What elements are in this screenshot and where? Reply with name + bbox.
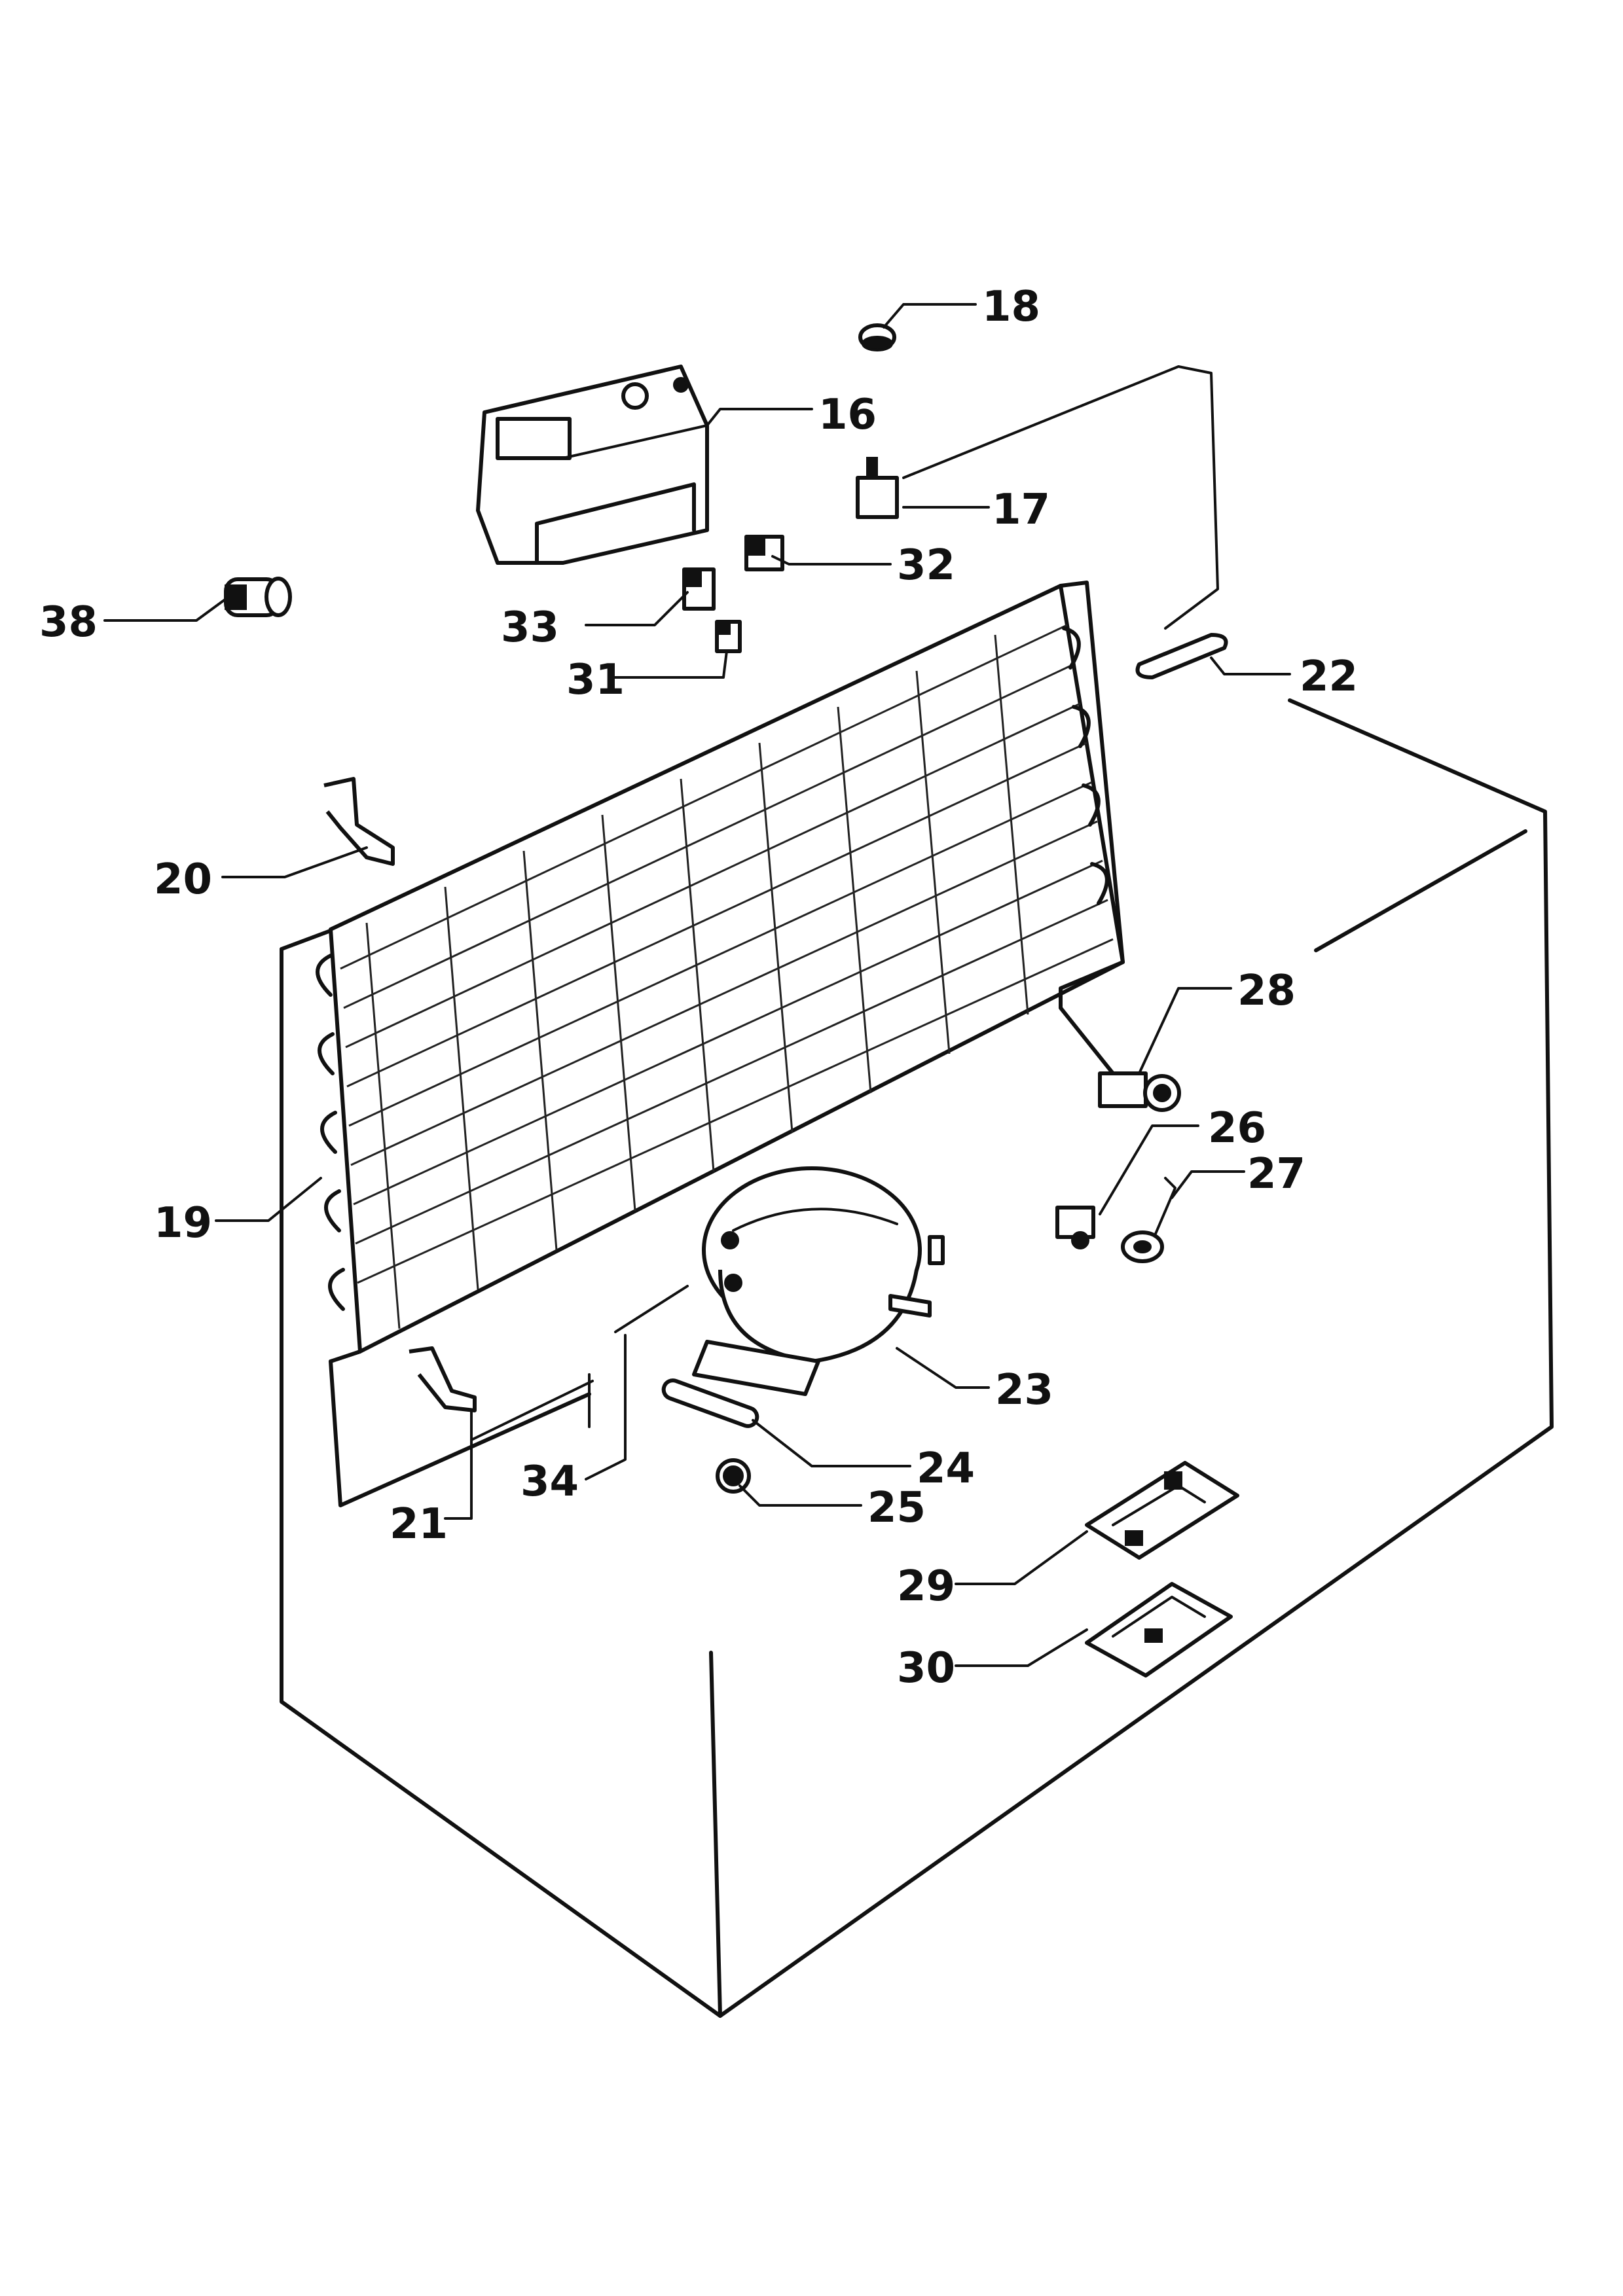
heater: [1098, 1071, 1181, 1112]
callout-24: 24: [917, 1444, 975, 1493]
leader-38: [103, 598, 227, 622]
clip: [1135, 633, 1228, 679]
leader-32: [771, 555, 892, 565]
callout-28: 28: [1237, 967, 1296, 1015]
capillary-tube: [470, 1285, 689, 1441]
leader-29: [955, 1530, 1088, 1585]
callout-32: 32: [897, 541, 955, 590]
leader-20: [221, 846, 368, 878]
callout-16: 16: [818, 391, 877, 439]
filter-drier: [661, 1378, 759, 1428]
condenser-fins: [340, 624, 1114, 1329]
overload: [1121, 1177, 1176, 1263]
condenser-coil: [316, 581, 1125, 1507]
callout-17: 17: [992, 486, 1050, 534]
leader-27: [1171, 1170, 1245, 1199]
compressor: [692, 1166, 945, 1396]
leader-24: [752, 1419, 911, 1467]
leader-lines: [103, 303, 1291, 1667]
callout-25: 25: [867, 1484, 926, 1532]
callout-23: 23: [995, 1366, 1053, 1414]
thermostat-housing: [476, 365, 709, 565]
cabinet-outline: [280, 698, 1554, 2018]
callout-30: 30: [897, 1644, 955, 1693]
callout-20: 20: [154, 855, 212, 904]
callout-18: 18: [982, 283, 1040, 331]
leader-34: [585, 1334, 627, 1480]
knob: [858, 323, 896, 351]
callout-26: 26: [1208, 1104, 1266, 1153]
leader-33: [585, 591, 689, 626]
leader-18: [883, 303, 977, 329]
leader-30: [955, 1628, 1088, 1667]
switch: [682, 567, 716, 611]
upper-bracket: [323, 777, 395, 866]
terminal-cover: [1085, 1582, 1233, 1677]
leader-21: [444, 1409, 473, 1520]
callout-22: 22: [1300, 653, 1358, 701]
callout-34: 34: [520, 1458, 579, 1506]
relay: [1055, 1206, 1095, 1249]
terminal-block: [1085, 1461, 1239, 1560]
lower-bracket: [409, 1346, 477, 1412]
callout-labels: 16 17 18 19 20 21 22 23 24 25 26 27 28 2…: [39, 283, 1358, 1693]
grommet: [716, 1458, 751, 1494]
leader-31: [611, 650, 728, 679]
callout-27: 27: [1247, 1150, 1305, 1198]
callout-19: 19: [154, 1199, 212, 1247]
callout-31: 31: [566, 656, 625, 704]
leader-25: [739, 1484, 862, 1507]
callout-29: 29: [897, 1562, 955, 1611]
callout-33: 33: [501, 603, 559, 652]
leader-28: [1138, 987, 1232, 1075]
lamp-small: [715, 620, 742, 653]
leader-16: [706, 408, 813, 427]
callout-38: 38: [39, 598, 98, 647]
callout-21: 21: [390, 1500, 448, 1549]
lamp-socket: [224, 577, 292, 617]
leader-26: [1099, 1124, 1199, 1215]
leader-22: [1210, 656, 1291, 675]
thermostat: [856, 365, 1219, 630]
leader-23: [896, 1347, 990, 1389]
leader-19: [215, 1177, 322, 1222]
lamp-holder: [744, 535, 784, 571]
